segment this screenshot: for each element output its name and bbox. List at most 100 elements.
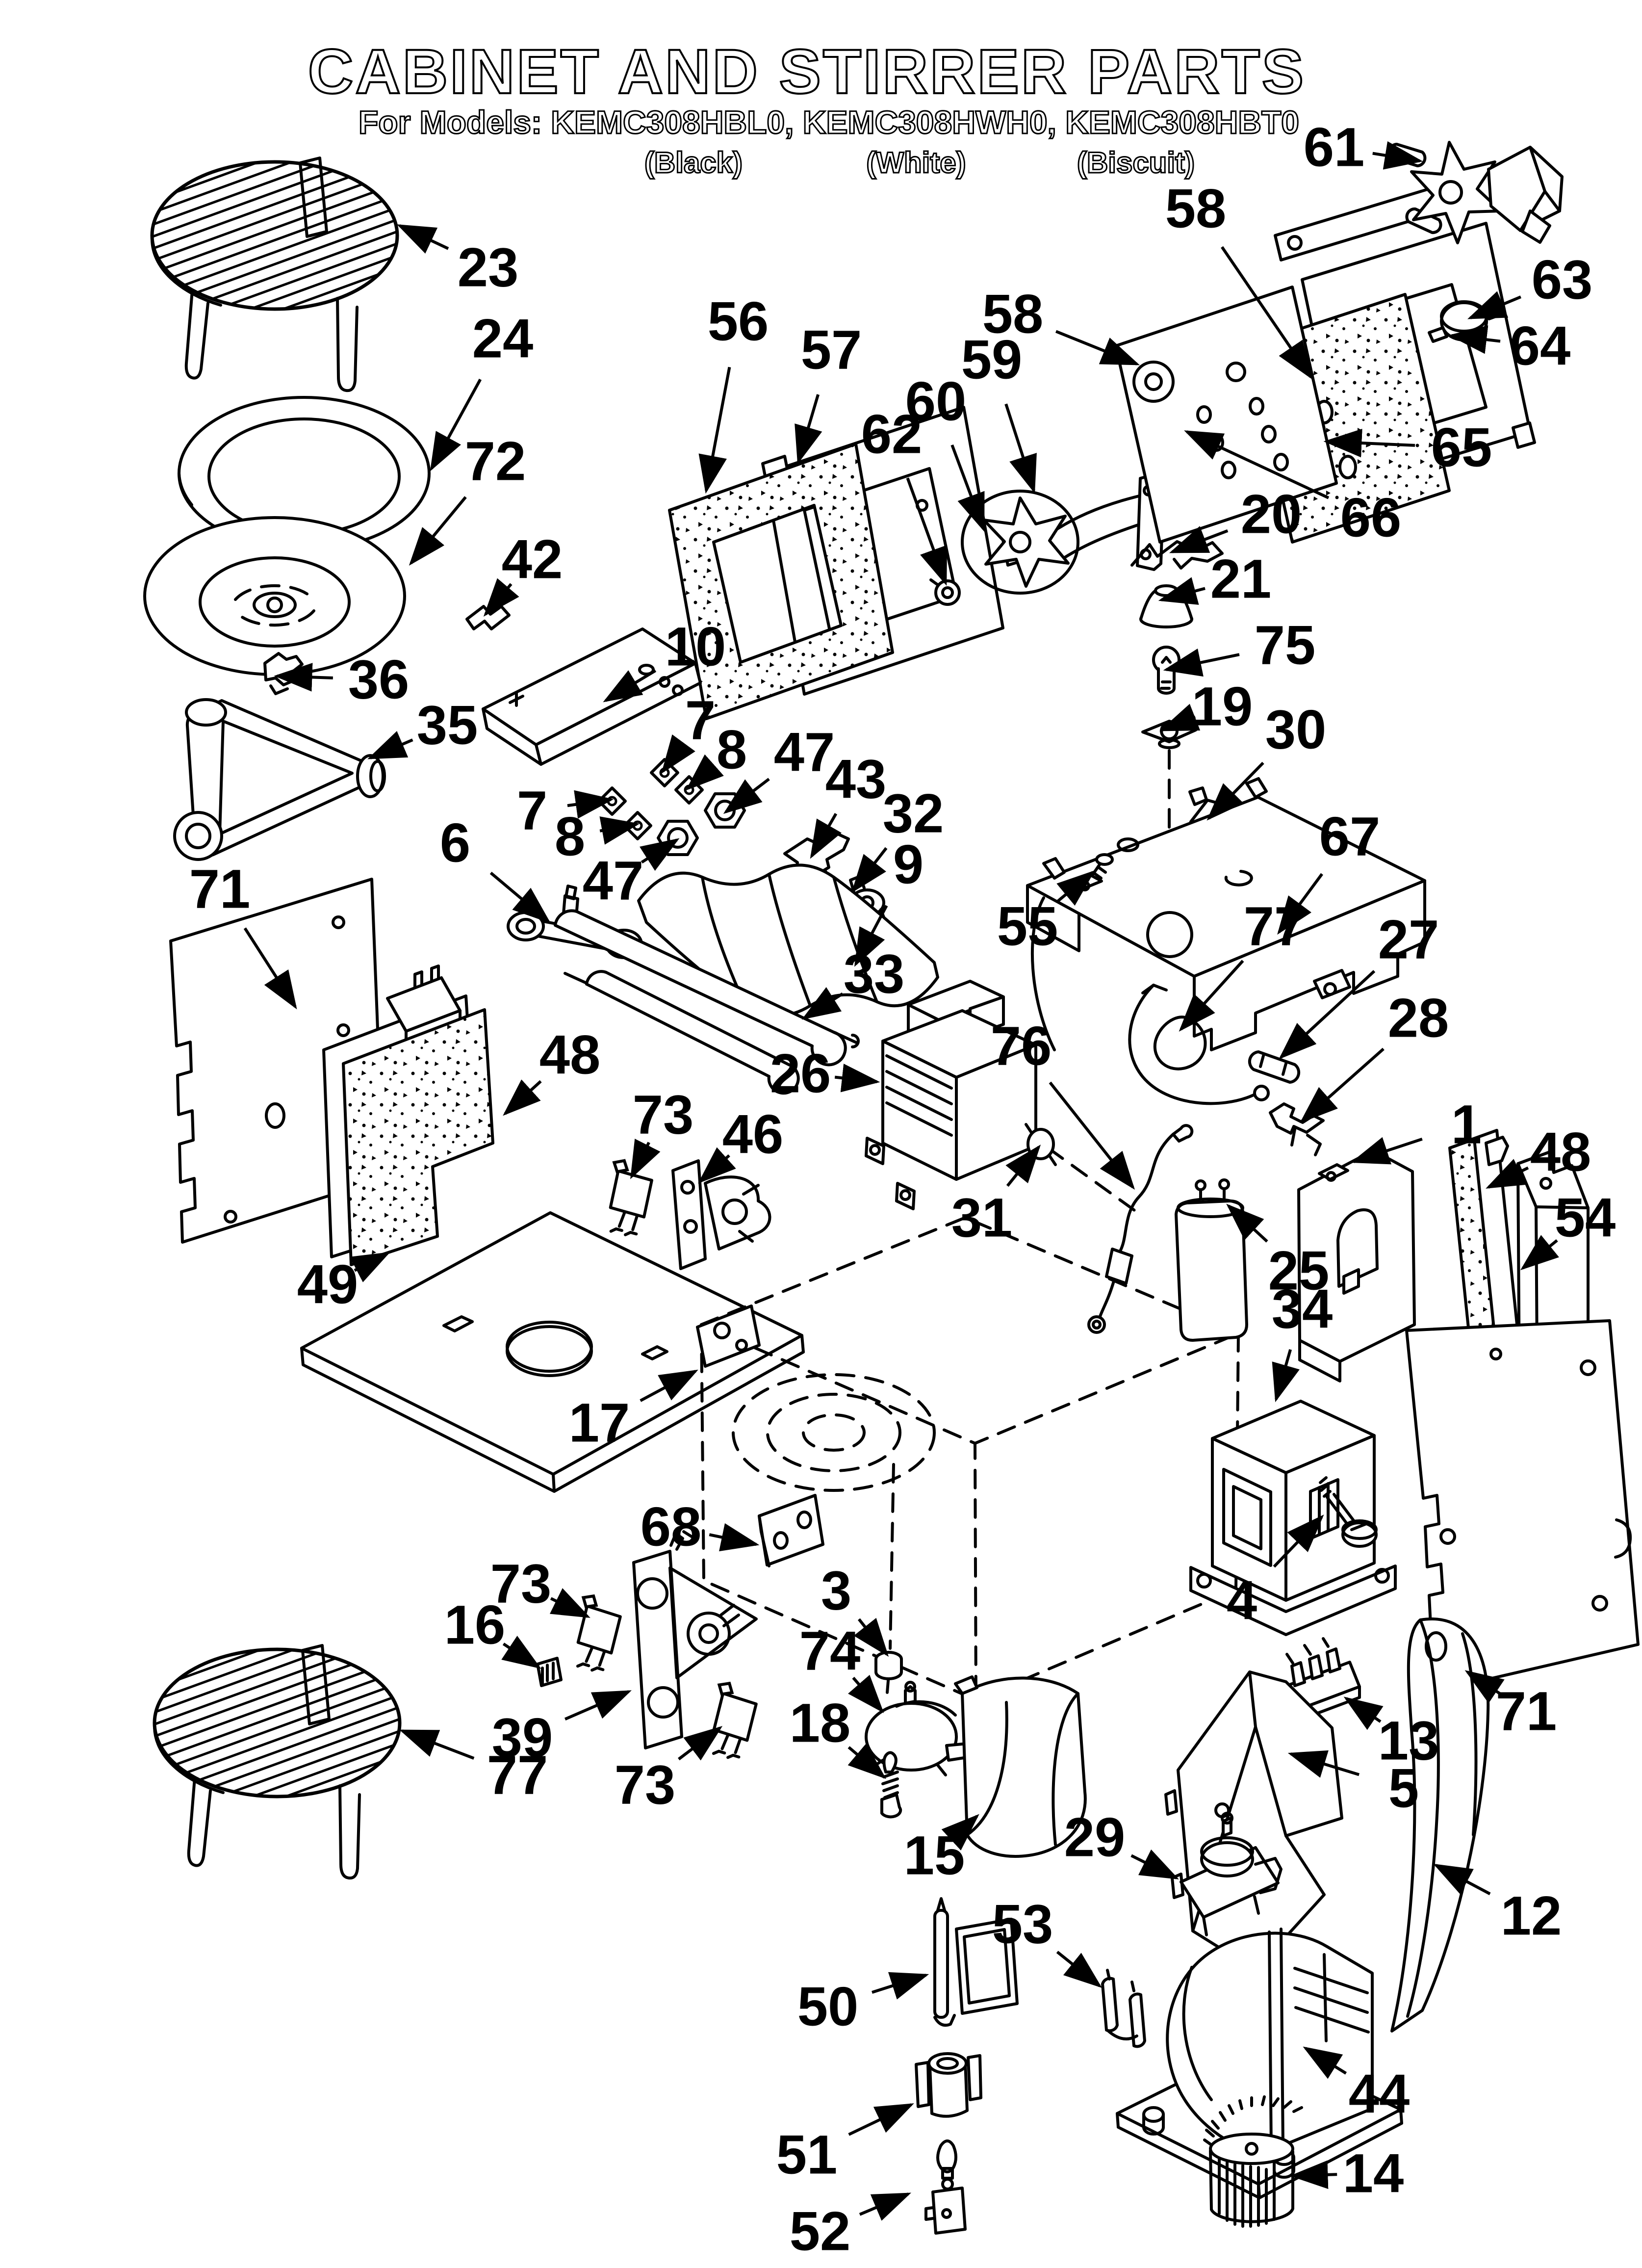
part-number-77: 77 [1244,896,1305,957]
leader-arrow-65 [1323,428,1415,458]
part-number-13: 13 [1378,1710,1439,1772]
callout-4: 4 [1227,1514,1324,1631]
part-number-33: 33 [844,943,905,1005]
part-4-screw [1319,1476,1378,1548]
callout-25: 25 [1226,1203,1329,1302]
leader-arrow-21 [1158,577,1206,605]
leader-arrow-51 [848,2103,914,2136]
part-number-49: 49 [297,1254,359,1315]
leader-arrow-4 [1273,1514,1324,1568]
leader-arrow-16 [501,1636,541,1669]
callout-44: 44 [1303,2046,1410,2125]
callout-72: 72 [409,431,526,566]
leader-arrow-9 [854,905,888,967]
callout-24: 24 [430,308,534,471]
part-number-76: 76 [991,1016,1052,1077]
callout-52: 52 [790,2192,911,2262]
callout-43: 43 [810,749,886,859]
callout-63: 63 [1467,249,1592,319]
callout-5: 5 [1287,1750,1419,1819]
part-56-insulation-panel [668,443,894,720]
callout-56: 56 [698,291,769,494]
part-number-46: 46 [722,1104,784,1165]
leader-arrow-58 [1055,330,1140,365]
part-number-18: 18 [790,1693,851,1754]
part-number-73: 73 [615,1754,676,1816]
part-number-39: 39 [492,1707,553,1769]
part-52-interlock-switch [924,2139,967,2235]
part-number-55: 55 [997,896,1058,957]
leader-arrow-68 [709,1523,760,1552]
leader-arrow-36 [274,663,333,692]
part-number-54: 54 [1555,1187,1616,1249]
part-48-insulation-left [322,965,494,1266]
part-number-24: 24 [472,308,534,369]
callout-7: 7 [661,690,716,774]
part-39-latch-board [632,1530,758,1749]
callout-28: 28 [1300,988,1449,1123]
leader-arrow-74 [848,1674,884,1713]
part-number-59: 59 [961,329,1023,391]
part-number-75: 75 [1255,615,1316,676]
part-number-53: 53 [992,1894,1053,1955]
leader-arrow-60 [950,444,985,532]
part-number-19: 19 [1192,676,1253,737]
leader-arrow-73 [678,1726,723,1761]
callout-13: 13 [1343,1696,1439,1772]
part-7-screw [651,759,678,786]
callout-60: 60 [905,371,985,532]
part-31-thermostat [1025,1123,1057,1168]
leader-arrow-73 [549,1588,590,1618]
callout-3: 3 [821,1560,889,1657]
diagram-models-line: For Models: KEMC308HBL0, KEMC308HWH0, KE… [359,104,1299,140]
part-14-impeller [1203,2095,1303,2228]
callout-55: 55 [997,870,1096,957]
leader-arrow-66 [1184,430,1330,499]
leader-arrow-47 [639,838,680,871]
leader-arrow-57 [795,394,822,465]
callout-16: 16 [444,1594,541,1669]
part-20-wire-clip [1130,540,1224,570]
callout-53: 53 [992,1894,1103,1988]
part-3-bushing [874,1463,903,1700]
leader-arrow-64 [1448,325,1501,354]
part-number-73: 73 [633,1084,694,1146]
callout-46: 46 [698,1104,784,1184]
part-49-base-plate [300,1211,805,1493]
part-number-65: 65 [1431,417,1492,478]
part-number-67: 67 [1319,806,1381,867]
callout-75: 75 [1163,615,1316,677]
callout-30: 30 [1206,699,1326,821]
leader-arrow-13 [1343,1696,1384,1730]
callout-47: 47 [583,838,680,912]
leader-arrow-35 [367,731,413,759]
part-number-61: 61 [1304,117,1365,178]
part-number-44: 44 [1349,2063,1410,2125]
part-number-28: 28 [1388,988,1449,1049]
callout-27: 27 [1279,909,1439,1060]
part-number-1: 1 [1451,1094,1482,1155]
leader-arrow-50 [872,1972,929,2000]
part-number-21: 21 [1210,548,1272,610]
part-number-23: 23 [458,237,519,298]
leader-arrow-12 [1433,1863,1491,1896]
part-number-47: 47 [774,722,835,783]
callout-74: 74 [799,1620,884,1713]
leader-arrow-24 [430,378,482,471]
callout-76: 76 [991,1016,1135,1190]
callout-12: 12 [1433,1863,1562,1947]
part-number-4: 4 [1227,1570,1257,1631]
leader-arrow-52 [859,2192,911,2221]
leader-arrow-30 [1206,761,1264,821]
callout-62: 62 [861,404,948,586]
part-73-switch [709,1682,758,1760]
part-number-17: 17 [569,1392,630,1454]
leader-arrow-39 [564,1690,632,1721]
callout-58: 58 [1165,178,1312,380]
leader-arrow-56 [698,366,731,494]
part-34-transformer [1189,1400,1397,1636]
part-46-door-latch [671,1159,771,1270]
part-number-15: 15 [904,1825,965,1886]
